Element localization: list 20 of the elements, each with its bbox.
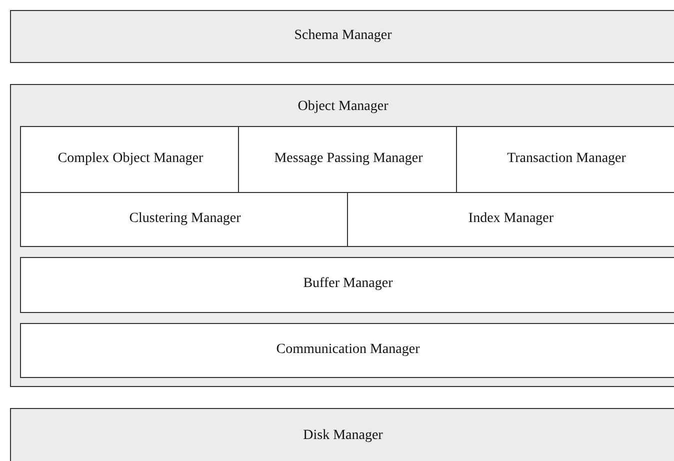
component-label: Buffer Manager [302, 276, 394, 292]
component-box [20, 257, 674, 313]
component-label: Complex Object Manager [56, 150, 204, 166]
component-label: Index Manager [467, 210, 555, 226]
component-label: Disk Manager [302, 428, 384, 444]
component-label: Schema Manager [293, 28, 393, 44]
component-label: Object Manager [296, 99, 390, 115]
layer-panel [10, 408, 674, 461]
component-box [347, 192, 674, 247]
component-label: Message Passing Manager [273, 150, 424, 166]
layer-panel [10, 84, 674, 387]
layer-panel [10, 10, 674, 63]
component-box [20, 126, 239, 193]
component-label: Communication Manager [275, 342, 421, 358]
component-box [20, 323, 674, 378]
component-box [456, 126, 674, 193]
component-label: Transaction Manager [506, 150, 627, 166]
component-box [20, 192, 348, 247]
component-label: Clustering Manager [128, 210, 242, 226]
component-box [238, 126, 457, 193]
